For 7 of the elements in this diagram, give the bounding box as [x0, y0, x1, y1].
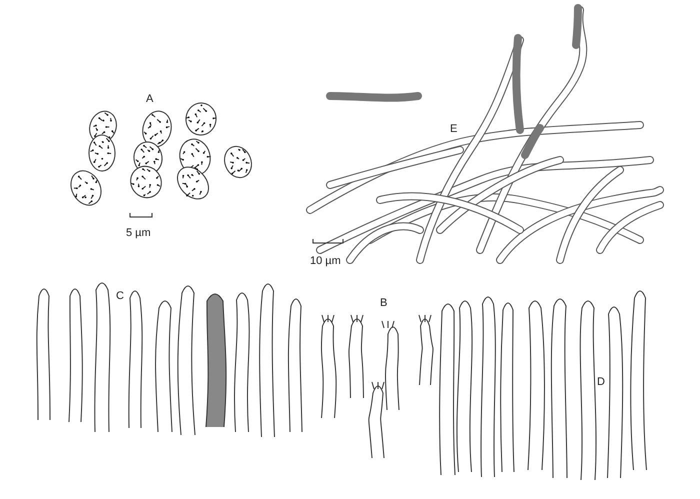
scale-label: 10 µm — [310, 255, 341, 267]
panel-letter: A — [146, 93, 154, 105]
panel-letter: C — [116, 290, 124, 302]
scale-label: 5 µm — [126, 227, 151, 239]
panel-letter: D — [597, 376, 605, 388]
panel-letter: B — [380, 297, 388, 309]
panel-letter: E — [450, 123, 458, 135]
